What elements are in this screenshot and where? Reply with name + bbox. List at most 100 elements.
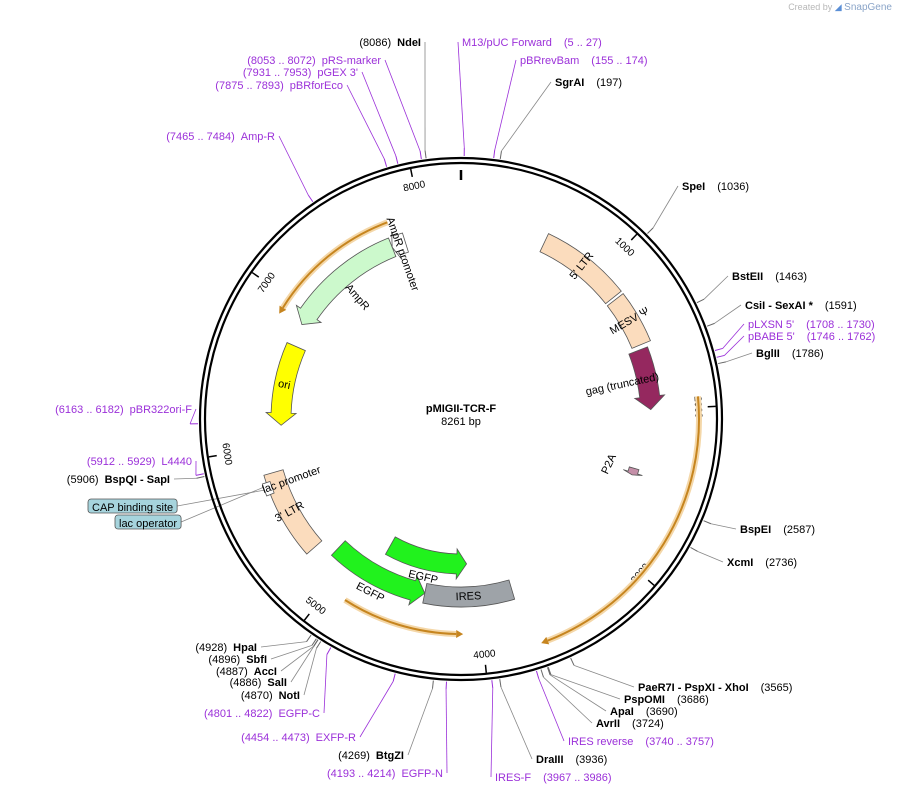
label-egfp-n[interactable]: EGFP-N(4193 .. 4214) [327,768,443,780]
label-ndei[interactable]: NdeI(8086) [359,37,421,49]
label-ires-f[interactable]: IRES-F(3967 .. 3986) [495,772,612,784]
label-btgzi[interactable]: BtgZI(4269) [338,750,404,762]
label-paer7i[interactable]: PaeR7I - PspXI - XhoI(3565) [638,682,792,694]
label-spei[interactable]: SpeI(1036) [682,181,749,193]
label-plxsn[interactable]: pLXSN 5'(1708 .. 1730) [748,319,875,331]
spei-leader [652,185,679,229]
label-sbfi[interactable]: SbfI (4896) [208,654,267,666]
label-sgrai[interactable]: SgrAI(197) [555,77,622,89]
orf-egfp-arc [344,599,457,635]
egfp-n-leader [445,689,448,774]
xcmi-pos: (2736) [765,557,797,569]
label-cap-site[interactable]: CAP binding site [87,498,178,514]
pspomi-marker [547,666,552,675]
sgrai-pos: (197) [596,77,622,89]
l4440-pos: (5912 .. 5929) [87,456,156,468]
acci-pos: (4887) [216,666,248,678]
label-csii[interactable]: CsiI - SexAI *(1591) [745,300,857,312]
label-egfp-r[interactable]: EXFP-R(4454 .. 4473) [241,732,356,744]
label-l4440[interactable]: L4440(5912 .. 5929) [87,456,192,468]
pbrrevbam-leader [494,59,517,151]
label-apai[interactable]: ApaI(3690) [610,706,678,718]
orf-tcr-arc [547,396,700,642]
spei-marker [647,227,654,234]
bglii-pos: (1786) [792,348,824,360]
tick-label: 7000 [256,270,278,295]
tick-mark [303,613,310,621]
label-sali[interactable]: SalI(4886) [230,677,287,689]
label-pgex3[interactable]: pGEX 3'(7931 .. 7953) [243,67,358,79]
label-m13-puc[interactable]: M13/pUC Forward(5 .. 27) [462,37,602,49]
label-bspqi[interactable]: BspQI - SapI(5906) [67,474,170,486]
label-pbr322ori-f[interactable]: pBR322ori-F(6163 .. 6182) [55,404,192,416]
label-draiii[interactable]: DraIII(3936) [536,754,607,766]
label-leader-lines [173,41,753,778]
backbone-outer-strand [198,156,724,682]
label-bsteii[interactable]: BstEII(1463) [732,271,807,283]
pbabe-leader [724,335,745,356]
label-acci[interactable]: AccI(4887) [216,666,277,678]
m13-puc-leader [457,41,465,149]
feature-egfp-inner[interactable] [384,536,468,581]
pbrrevbam-marker [493,150,496,159]
ires-rev-leader [538,678,565,742]
pbrrevbam-pos: (155 .. 174) [591,55,647,67]
amp-r-leader [278,135,309,196]
btgzi-leader [407,688,433,756]
tick-mark [409,168,414,177]
label-prs-marker[interactable]: pRS-marker(8053 .. 8072) [247,55,381,67]
feature-gag[interactable] [628,346,666,411]
label-pbrforeco[interactable]: pBRforEco(7875 .. 7893) [215,80,343,92]
feature-mesv[interactable] [606,293,651,349]
label-amp-r[interactable]: Amp-R(7465 .. 7484) [166,131,275,143]
hpai-marker [306,634,312,642]
sbfi-pos: (4896) [208,654,240,666]
label-bglii[interactable]: BglII (1786) [756,348,824,360]
egfp-c-leader [323,654,328,714]
noti-leader [303,648,317,696]
pbrforeco-marker [383,158,388,167]
label-pbabe[interactable]: pBABE 5'(1746 .. 1762) [748,331,875,343]
snapgene-logo-icon: ◢ [834,2,842,12]
orf-ampr-arc [282,221,388,309]
feature-ori[interactable] [264,342,306,426]
sbfi-name: SbfI [246,654,267,666]
egfp-c-pos: (4801 .. 4822) [204,708,273,720]
pbabe-marker [716,354,725,358]
tick-label: 6000 [219,442,233,466]
plxsn-pos: (1708 .. 1730) [806,319,875,331]
pbabe-pos: (1746 .. 1762) [807,331,876,343]
bglii-name: BglII [756,348,780,360]
plxsn-marker [714,347,723,352]
label-avrii[interactable]: AvrII(3724) [596,718,664,730]
bsteii-leader [703,275,729,300]
cap-site-box [87,498,178,514]
label-xcmi[interactable]: XcmI (2736) [727,557,797,569]
ires-rev-marker [535,670,540,679]
label-lac-operator[interactable]: lac operator [114,514,182,530]
lac-operator-name: lac operator [119,518,177,530]
feature-ampr[interactable] [295,237,397,326]
label-egfp-c[interactable]: EGFP-C(4801 .. 4822) [204,708,320,720]
label-pspomi[interactable]: PspOMI(3686) [624,694,709,706]
draiii-marker [499,679,502,688]
feature-label-ires: IRES [455,590,481,603]
label-ires-rev[interactable]: IRES reverse(3740 .. 3757) [568,736,714,748]
bspqi-pos: (5906) [67,474,99,486]
tick-label: 8000 [402,179,426,194]
feature-3-ltr[interactable] [263,469,323,555]
label-noti[interactable]: NotI(4870) [241,690,300,702]
label-hpai[interactable]: HpaI(4928) [195,642,257,654]
feature-lac-promoter[interactable] [261,481,275,497]
feature-5-ltr[interactable] [539,233,622,305]
acci-marker [313,639,319,647]
bglii-marker [717,361,727,365]
csii-leader [714,304,742,324]
label-bspei[interactable]: BspEI(2587) [740,524,815,536]
label-pbrrevbam[interactable]: pBRrevBam(155 .. 174) [520,55,648,67]
feature-egfp-outer[interactable] [330,540,426,606]
feature-p2a[interactable] [623,466,643,476]
xcmi-name: XcmI [727,557,753,569]
feature-ampr-promoter[interactable] [391,231,409,260]
